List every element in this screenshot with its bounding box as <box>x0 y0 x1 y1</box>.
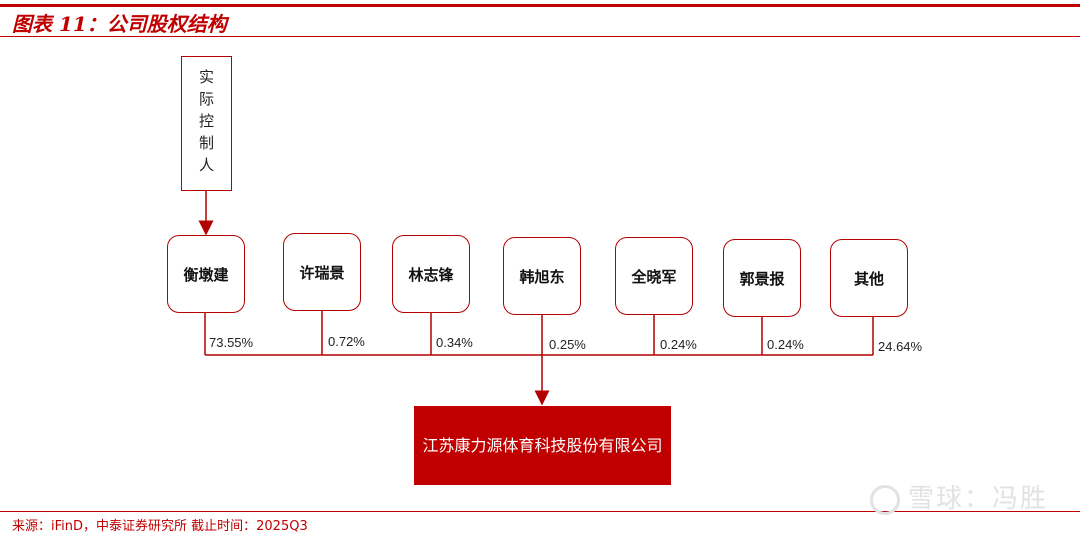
header-top-rule <box>0 4 1080 7</box>
shareholder-percent-7: 24.64% <box>878 339 923 354</box>
shareholder-name: 韩旭东 <box>519 267 565 286</box>
company-name: 江苏康力源体育科技股份有限公司 <box>422 435 663 455</box>
header-bottom-rule <box>0 36 1080 37</box>
snowball-logo-icon <box>869 484 900 515</box>
watermark: 雪球：冯胜 <box>869 478 1048 515</box>
shareholder-box-1: 衡墩建 <box>167 235 245 313</box>
shareholder-percent-4: 0.25% <box>549 337 586 352</box>
shareholder-name: 其他 <box>853 269 884 288</box>
shareholder-name: 全晓军 <box>631 267 677 286</box>
shareholder-box-7: 其他 <box>830 239 908 317</box>
shareholder-box-6: 郭景报 <box>723 239 801 317</box>
company-box: 江苏康力源体育科技股份有限公司 <box>414 406 671 485</box>
shareholder-box-2: 许瑞景 <box>283 233 361 311</box>
source-note: 来源：iFinD，中泰证券研究所 截止时间：2025Q3 <box>12 519 308 534</box>
controller-label: 实际控制人 <box>197 68 215 179</box>
shareholder-box-4: 韩旭东 <box>503 237 581 315</box>
shareholder-percent-1: 73.55% <box>209 335 254 350</box>
shareholder-name: 林志锋 <box>408 265 454 284</box>
controller-box: 实际控制人 <box>181 56 232 191</box>
shareholder-percent-6: 0.24% <box>767 337 804 352</box>
shareholder-name: 郭景报 <box>739 269 785 288</box>
shareholder-box-3: 林志锋 <box>392 235 470 313</box>
shareholder-name: 衡墩建 <box>183 265 229 284</box>
shareholder-percent-3: 0.34% <box>436 335 473 350</box>
shareholder-box-5: 全晓军 <box>615 237 693 315</box>
footer-rule <box>0 511 1080 512</box>
watermark-text: 雪球：冯胜 <box>907 484 1048 514</box>
figure-title: 图表 11：公司股权结构 <box>12 12 227 36</box>
shareholder-name: 许瑞景 <box>299 263 345 282</box>
shareholder-percent-2: 0.72% <box>328 334 365 349</box>
shareholder-percent-5: 0.24% <box>660 337 697 352</box>
